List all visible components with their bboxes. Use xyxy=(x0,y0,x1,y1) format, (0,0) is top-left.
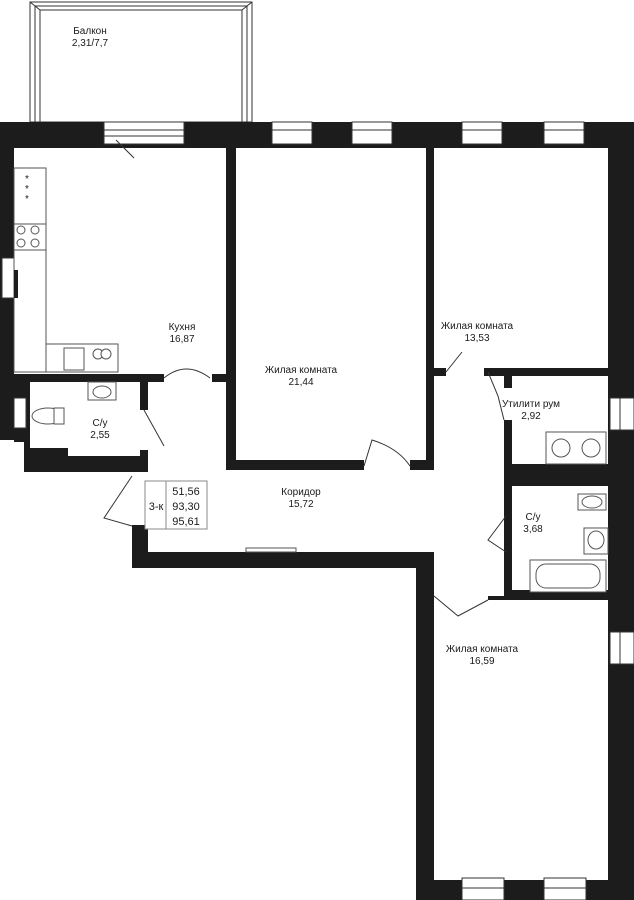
room-label-balcony: Балкон 2,31/7,7 xyxy=(72,26,109,49)
svg-text:*: * xyxy=(25,194,29,205)
room-name: Коридор xyxy=(281,487,321,498)
room-label-corridor: Коридор 15,72 xyxy=(281,487,321,510)
room-name: Кухня xyxy=(169,322,196,333)
room-area: 13,53 xyxy=(464,333,489,344)
room-area: 16,59 xyxy=(469,656,494,667)
kitchen-fixtures: * * * xyxy=(13,167,119,373)
apartment-type: 3-к xyxy=(149,501,164,513)
room-label-bath2: С/у 3,68 xyxy=(523,512,543,535)
room-name: Жилая комната xyxy=(265,365,338,376)
room-label-utility: Утилити рум 2,92 xyxy=(502,399,560,422)
room-label-living1: Жилая комната 21,44 xyxy=(265,365,338,388)
svg-text:*: * xyxy=(25,174,29,185)
doors xyxy=(103,139,507,617)
room-area: 3,68 xyxy=(523,524,543,535)
svg-text:*: * xyxy=(25,184,29,195)
room-area: 15,72 xyxy=(288,499,313,510)
windows xyxy=(1,121,634,900)
room-name: Жилая комната xyxy=(446,644,519,655)
room-label-living3: Жилая комната 16,59 xyxy=(446,644,519,667)
room-label-bath1: С/у 2,55 xyxy=(90,418,110,441)
area-with-balcony: 95,61 xyxy=(172,516,200,528)
total-area: 93,30 xyxy=(172,501,200,513)
room-area: 2,55 xyxy=(90,430,110,441)
walls xyxy=(0,122,634,900)
room-area: 16,87 xyxy=(169,334,194,345)
room-name: Жилая комната xyxy=(441,321,514,332)
room-name: С/у xyxy=(93,418,108,429)
room-name: Балкон xyxy=(73,26,107,37)
bath-fixtures xyxy=(30,381,609,593)
room-label-kitchen: Кухня 16,87 xyxy=(169,322,196,345)
room-area: 21,44 xyxy=(288,377,313,388)
apartment-summary: 3-к 51,56 93,30 95,61 xyxy=(144,480,208,530)
balcony xyxy=(29,1,253,123)
room-name: Утилити рум xyxy=(502,399,560,410)
room-area: 2,92 xyxy=(521,411,541,422)
living-area: 51,56 xyxy=(172,486,200,498)
room-name: С/у xyxy=(526,512,541,523)
room-area: 2,31/7,7 xyxy=(72,38,109,49)
room-label-living2: Жилая комната 13,53 xyxy=(441,321,514,344)
